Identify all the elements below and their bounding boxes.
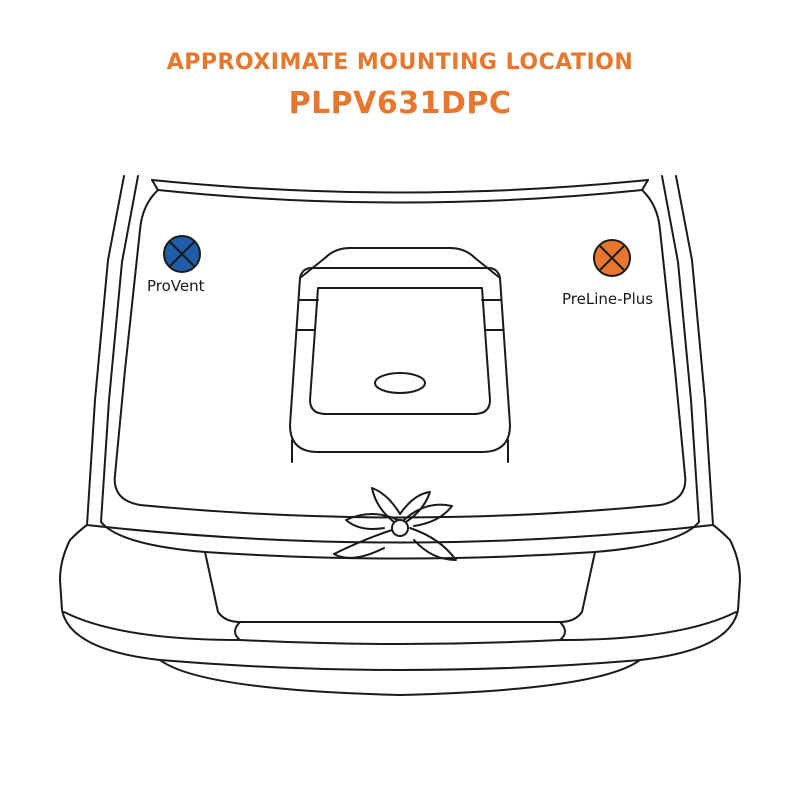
preline-plus-label: PreLine-Plus: [562, 290, 653, 308]
front-bumper: [59, 521, 741, 696]
oil-cap: [374, 372, 426, 394]
engine-bay-panel: [113, 189, 687, 519]
x-cross-icon: [599, 245, 625, 271]
radiator-fan: [333, 487, 457, 561]
diagram-title: PLPV631DPC: [288, 86, 512, 121]
provent-marker: [163, 235, 201, 273]
engine-cover: [289, 247, 511, 463]
x-cross-icon: [169, 241, 195, 267]
hood-outline: [86, 175, 714, 526]
diagram-subtitle: APPROXIMATE MOUNTING LOCATION: [166, 50, 634, 75]
provent-label: ProVent: [147, 277, 205, 295]
preline-plus-marker: [593, 239, 631, 277]
